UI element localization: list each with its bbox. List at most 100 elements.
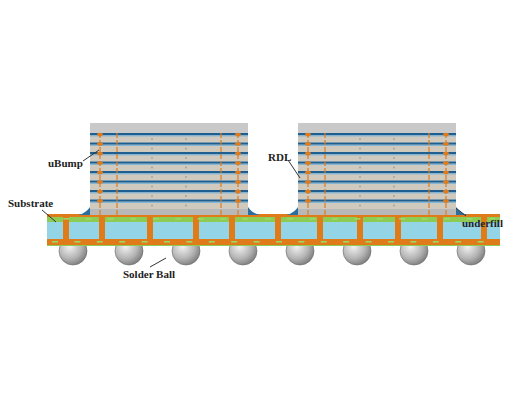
die-dot xyxy=(359,186,361,188)
tsv xyxy=(220,133,221,215)
rdl-layer xyxy=(90,192,248,193)
die-dot xyxy=(393,205,395,207)
memory-die xyxy=(298,190,456,200)
substrate-via xyxy=(275,214,281,245)
memory-die xyxy=(298,133,456,143)
tsv xyxy=(428,133,429,215)
tsv xyxy=(99,133,100,215)
die-dot xyxy=(151,167,153,169)
rdl-layer xyxy=(90,200,248,202)
die-dot xyxy=(359,167,361,169)
rdl-layer xyxy=(298,152,456,154)
memory-die xyxy=(90,190,248,200)
substrate-trace xyxy=(410,241,416,243)
rdl-layer xyxy=(298,145,456,146)
underfill xyxy=(286,203,300,215)
die-dot xyxy=(151,176,153,178)
leader-line xyxy=(456,208,466,216)
substrate-trace xyxy=(108,218,114,220)
substrate-trace xyxy=(86,218,92,220)
top-die xyxy=(90,123,248,133)
memory-die xyxy=(298,181,456,191)
substrate-trace xyxy=(119,241,125,243)
tsv xyxy=(237,133,238,215)
die-dot xyxy=(393,138,395,140)
die-dot xyxy=(359,195,361,197)
substrate-trace xyxy=(254,241,260,243)
callout-label: uBump xyxy=(48,157,83,169)
tsv xyxy=(116,133,117,215)
substrate-via xyxy=(147,214,153,245)
die-dot xyxy=(359,148,361,150)
memory-die xyxy=(90,200,248,210)
die-dot xyxy=(151,157,153,159)
die-dot xyxy=(151,195,153,197)
rdl-layer xyxy=(298,190,456,192)
die-dot xyxy=(359,205,361,207)
die-dot xyxy=(393,167,395,169)
leader-line xyxy=(150,258,166,267)
rdl-layer xyxy=(90,135,248,136)
underfill xyxy=(454,203,468,215)
substrate-trace xyxy=(310,218,316,220)
underfill xyxy=(246,203,260,215)
die-dot xyxy=(359,157,361,159)
rdl-layer xyxy=(90,183,248,184)
base-die xyxy=(298,209,456,215)
die-dot xyxy=(151,138,153,140)
callout-label: Solder Ball xyxy=(123,268,175,280)
substrate-trace xyxy=(242,218,248,220)
substrate-trace xyxy=(164,241,170,243)
rdl-layer xyxy=(90,154,248,155)
top-die xyxy=(298,123,456,133)
substrate-trace xyxy=(265,218,271,220)
memory-die xyxy=(90,181,248,191)
substrate-trace xyxy=(399,218,405,220)
rdl-layer xyxy=(90,181,248,183)
rdl-layer xyxy=(298,202,456,203)
substrate-trace xyxy=(433,241,439,243)
rdl-layer xyxy=(298,162,456,164)
substrate-body xyxy=(47,214,500,246)
rdl-layer xyxy=(90,133,248,135)
die-dot xyxy=(185,176,187,178)
die-dot xyxy=(185,167,187,169)
memory-die xyxy=(90,162,248,172)
die-dot xyxy=(393,148,395,150)
memory-die xyxy=(298,143,456,153)
substrate-trace xyxy=(186,241,192,243)
rdl-layer xyxy=(90,143,248,145)
substrate-trace xyxy=(63,218,69,220)
rdl-layer xyxy=(298,192,456,193)
die-dot xyxy=(393,157,395,159)
substrate-trace xyxy=(175,218,181,220)
rdl-layer xyxy=(298,154,456,155)
tsv xyxy=(324,133,325,215)
substrate-trace xyxy=(209,241,215,243)
substrate-via xyxy=(99,214,105,245)
memory-die xyxy=(298,200,456,210)
tsv xyxy=(445,133,446,215)
rdl-layer xyxy=(298,173,456,174)
substrate-trace xyxy=(74,241,80,243)
substrate-trace xyxy=(444,218,450,220)
rdl-layer xyxy=(90,173,248,174)
memory-die xyxy=(90,152,248,162)
substrate-trace xyxy=(332,218,338,220)
die-dot xyxy=(185,205,187,207)
callout-label: RDL xyxy=(268,151,291,163)
rdl-layer xyxy=(90,202,248,203)
memory-die xyxy=(298,152,456,162)
die-dot xyxy=(393,176,395,178)
die-dot xyxy=(393,186,395,188)
substrate-trace xyxy=(97,241,103,243)
leader-line xyxy=(42,210,56,222)
substrate-via xyxy=(317,214,323,245)
substrate-trace xyxy=(354,218,360,220)
die-dot xyxy=(185,195,187,197)
rdl-layer xyxy=(298,183,456,184)
die-dot xyxy=(151,205,153,207)
substrate-via xyxy=(229,214,235,245)
substrate-trace xyxy=(321,241,327,243)
rdl-layer xyxy=(298,200,456,202)
